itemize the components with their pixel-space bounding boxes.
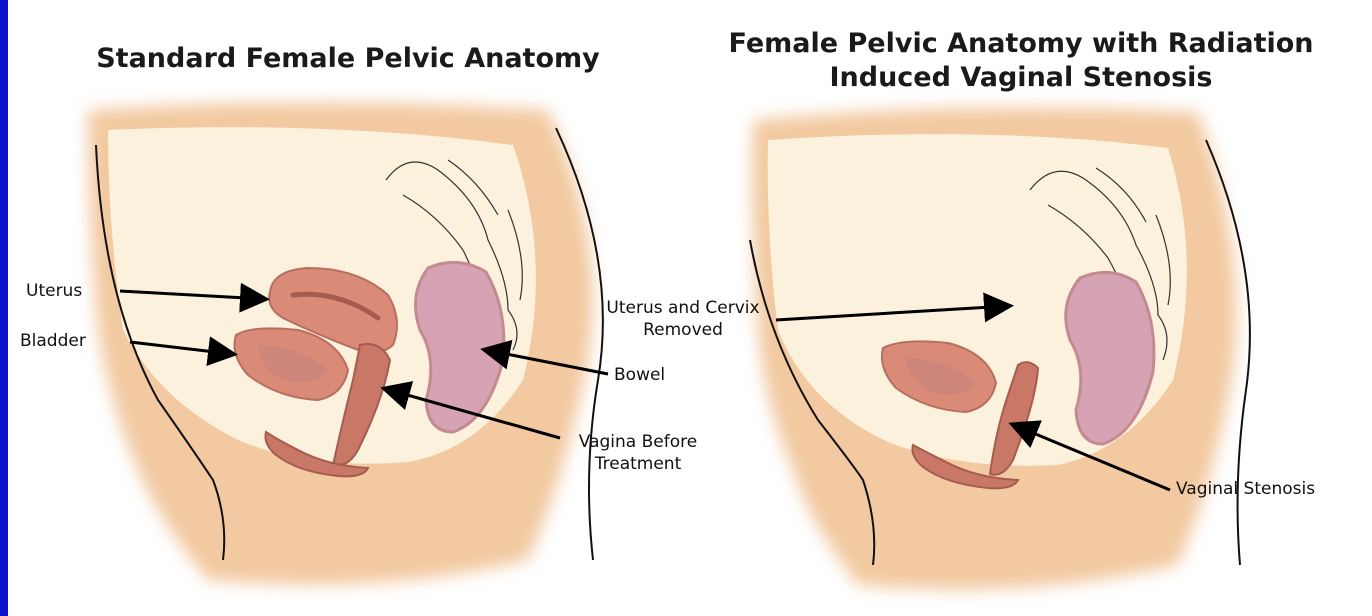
right-title-line-2: Induced Vaginal Stenosis xyxy=(676,61,1366,95)
label-vagina-before-line-2: Treatment xyxy=(556,453,720,475)
right-title-line-1: Female Pelvic Anatomy with Radiation xyxy=(676,27,1366,61)
label-uterus-removed-line-2: Removed xyxy=(590,319,776,341)
label-uterus: Uterus xyxy=(26,280,82,302)
label-bowel: Bowel xyxy=(614,364,665,386)
label-vagina-before-line-1: Vagina Before xyxy=(556,431,720,453)
label-vaginal-stenosis: Vaginal Stenosis xyxy=(1176,478,1315,500)
label-bladder: Bladder xyxy=(20,330,86,352)
label-vagina-before-treatment: Vagina Before Treatment xyxy=(556,431,720,475)
right-panel-title: Female Pelvic Anatomy with Radiation Ind… xyxy=(676,27,1366,95)
label-uterus-removed-line-1: Uterus and Cervix xyxy=(590,297,776,319)
left-panel-title: Standard Female Pelvic Anatomy xyxy=(48,42,648,76)
label-uterus-cervix-removed: Uterus and Cervix Removed xyxy=(590,297,776,341)
right-pelvis-figure xyxy=(750,108,1250,590)
left-pelvis-figure xyxy=(88,103,603,585)
slide: Standard Female Pelvic Anatomy Female Pe… xyxy=(8,0,1372,616)
